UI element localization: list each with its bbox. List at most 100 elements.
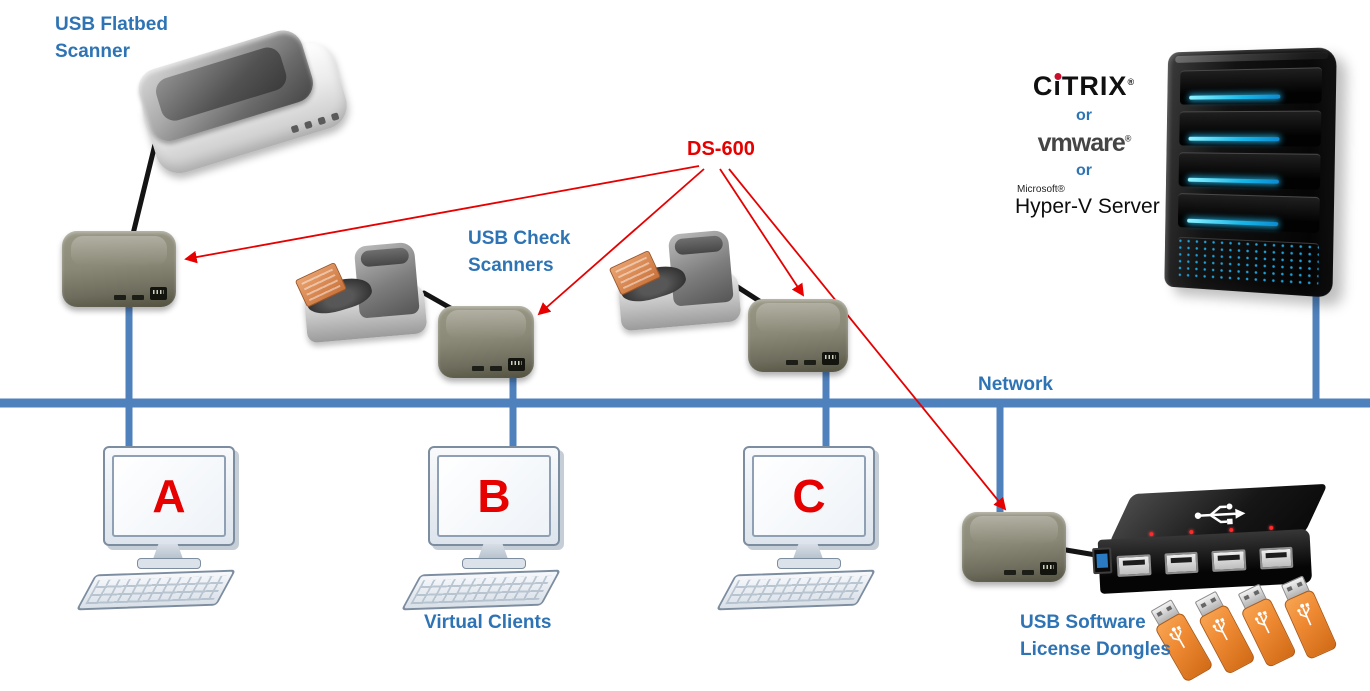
ds600-highlight — [756, 303, 840, 333]
usb-trident-icon — [1194, 503, 1246, 525]
registered-mark: ® — [1127, 77, 1136, 87]
led-icon — [1269, 525, 1274, 530]
usb-flatbed-scanner-label: USB Flatbed Scanner — [55, 14, 168, 62]
usb-dongle-body — [1197, 603, 1256, 676]
citrix-logo-i: i — [1053, 71, 1062, 101]
computer-b-monitor: B — [428, 446, 560, 546]
monitor-stand — [793, 544, 823, 559]
usb-hub-image — [1089, 483, 1334, 604]
hyperv-server-label: Hyper-V Server — [1015, 195, 1160, 219]
citrix-logo-text: C — [1032, 71, 1054, 101]
usb-port-icon — [1004, 570, 1016, 575]
usb-hub-top-face — [1119, 485, 1317, 543]
ds600-highlight — [970, 516, 1058, 545]
led-icon — [1149, 532, 1154, 537]
server-led-icon — [1188, 136, 1280, 142]
ethernet-port-icon — [1040, 562, 1057, 575]
ds600-ports — [786, 352, 839, 365]
computer-b-label: B — [477, 470, 511, 522]
citrix-logo-text: TRIX — [1061, 71, 1128, 101]
server-led-icon — [1187, 218, 1278, 227]
server-drive-bay — [1179, 67, 1323, 105]
registered-mark: ® — [1124, 133, 1132, 144]
usb-a-port-icon — [1258, 546, 1294, 570]
network-label: Network — [978, 374, 1053, 395]
flatbed-scanner-image — [133, 20, 355, 180]
microsoft-label: Microsoft® — [1017, 184, 1065, 196]
usb-a-port-icon — [1116, 553, 1152, 577]
usb-trident-icon — [1297, 602, 1312, 626]
ds600-device-1 — [62, 231, 176, 307]
ethernet-port-icon — [150, 287, 167, 300]
monitor-base — [777, 558, 841, 569]
ethernet-port-icon — [1092, 547, 1113, 575]
usb-dongle-1 — [1144, 596, 1219, 688]
computer-a-label: A — [152, 470, 186, 522]
ds600-highlight — [71, 235, 167, 266]
virtualization-stack: CiTRIX® or vmware® or Microsoft® Hyper-V… — [1003, 71, 1165, 219]
usb-check-scanners-label: USB Check Scanners — [468, 228, 571, 276]
citrix-logo: CiTRIX® — [1003, 71, 1165, 102]
server-tower-image — [1160, 47, 1337, 298]
usb-dongle-4 — [1274, 573, 1343, 665]
or-label-1: or — [1076, 106, 1092, 124]
monitor-stand — [153, 544, 183, 559]
ethernet-port-icon — [822, 352, 839, 365]
usb-dongle-body — [1240, 596, 1298, 669]
usb-trident-icon — [1212, 617, 1228, 641]
ds600-ports — [114, 287, 167, 300]
usb-port-icon — [490, 366, 502, 371]
computer-a: A — [75, 446, 245, 611]
ds600-arrow-to-device-4 — [728, 168, 1007, 511]
or-label-2: or — [1076, 162, 1092, 180]
server-vent-panel — [1177, 236, 1320, 288]
computer-b-screen: B — [437, 455, 551, 537]
server-led-icon — [1187, 177, 1279, 184]
ds600-arrow-to-device-2 — [537, 168, 705, 316]
ds600-device-4 — [962, 512, 1066, 582]
usb-port-icon — [114, 295, 126, 300]
server-drive-bay — [1177, 193, 1320, 234]
server-drive-bay — [1178, 152, 1321, 190]
ethernet-port-icon — [508, 358, 525, 371]
usb-port-icon — [804, 360, 816, 365]
usb-port-icon — [132, 295, 144, 300]
server-tower-body — [1164, 47, 1337, 298]
check-scanner-body — [294, 236, 437, 353]
keyboard-icon — [75, 569, 237, 611]
usb-port-icon — [1022, 570, 1034, 575]
usb-port-icon — [786, 360, 798, 365]
ds600-arrow-to-device-1 — [184, 165, 700, 264]
usb-trident-icon — [1169, 625, 1186, 649]
computer-c-screen: C — [752, 455, 866, 537]
check-scanner-2-image — [608, 229, 746, 336]
ds600-arrow-to-device-3 — [719, 168, 805, 297]
vmware-logo-text: vmware — [1037, 128, 1126, 157]
usb-a-port-icon — [1211, 548, 1246, 572]
monitor-stand — [478, 544, 508, 559]
computer-c-monitor: C — [743, 446, 875, 546]
keyboard-icon — [400, 569, 562, 611]
computer-a-screen: A — [112, 455, 226, 537]
usb-license-dongles-label: USB Software License Dongles — [1020, 612, 1171, 660]
ds600-ports — [1004, 562, 1057, 575]
usb-dongle-body — [1154, 611, 1214, 683]
ds600-device-2 — [438, 306, 534, 378]
check-scanner-1-image — [294, 241, 432, 348]
ds600-label: DS-600 — [687, 138, 755, 160]
monitor-base — [137, 558, 201, 569]
led-icon — [1189, 529, 1194, 535]
usb-dongle-3 — [1231, 581, 1302, 673]
virtual-clients-label: Virtual Clients — [424, 612, 552, 633]
computer-c: C — [715, 446, 885, 611]
server-led-icon — [1189, 94, 1281, 100]
keyboard-icon — [715, 569, 877, 611]
usb-port-icon — [472, 366, 484, 371]
led-icon — [1229, 527, 1234, 533]
computer-a-monitor: A — [103, 446, 235, 546]
monitor-base — [462, 558, 526, 569]
vmware-logo: vmware® — [1003, 128, 1165, 158]
check-scanner-body — [608, 224, 751, 341]
ds600-highlight — [445, 310, 527, 340]
